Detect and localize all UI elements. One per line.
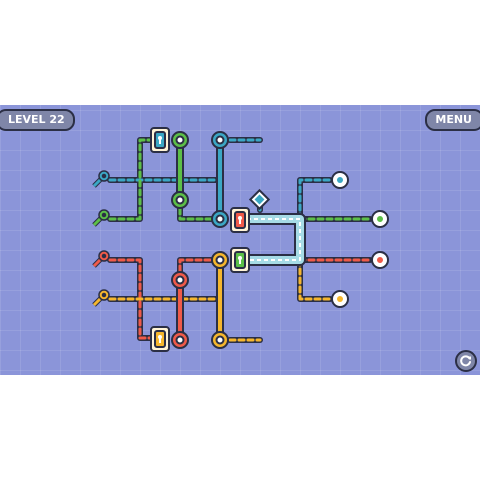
key-green[interactable] xyxy=(92,209,110,227)
goal-yellow xyxy=(331,290,349,308)
goal-red xyxy=(371,251,389,269)
key-blue[interactable] xyxy=(92,170,110,188)
game-board-area: LEVEL 22 MENU xyxy=(0,105,480,375)
key-yellow[interactable] xyxy=(92,289,110,307)
padlock-green xyxy=(230,247,250,273)
grid-background xyxy=(0,105,480,375)
restart-icon xyxy=(460,355,471,367)
menu-button[interactable]: MENU xyxy=(425,109,480,131)
padlock-yellow xyxy=(150,326,170,352)
restart-button[interactable] xyxy=(455,350,477,372)
padlock-blue xyxy=(150,127,170,153)
key-red[interactable] xyxy=(92,250,110,268)
goal-green xyxy=(371,210,389,228)
diamond-marker xyxy=(248,188,271,211)
puzzle-board xyxy=(92,127,389,352)
level-badge: LEVEL 22 xyxy=(0,109,75,131)
padlock-red xyxy=(230,207,250,233)
slider-track xyxy=(240,213,306,266)
goal-blue xyxy=(331,171,349,189)
